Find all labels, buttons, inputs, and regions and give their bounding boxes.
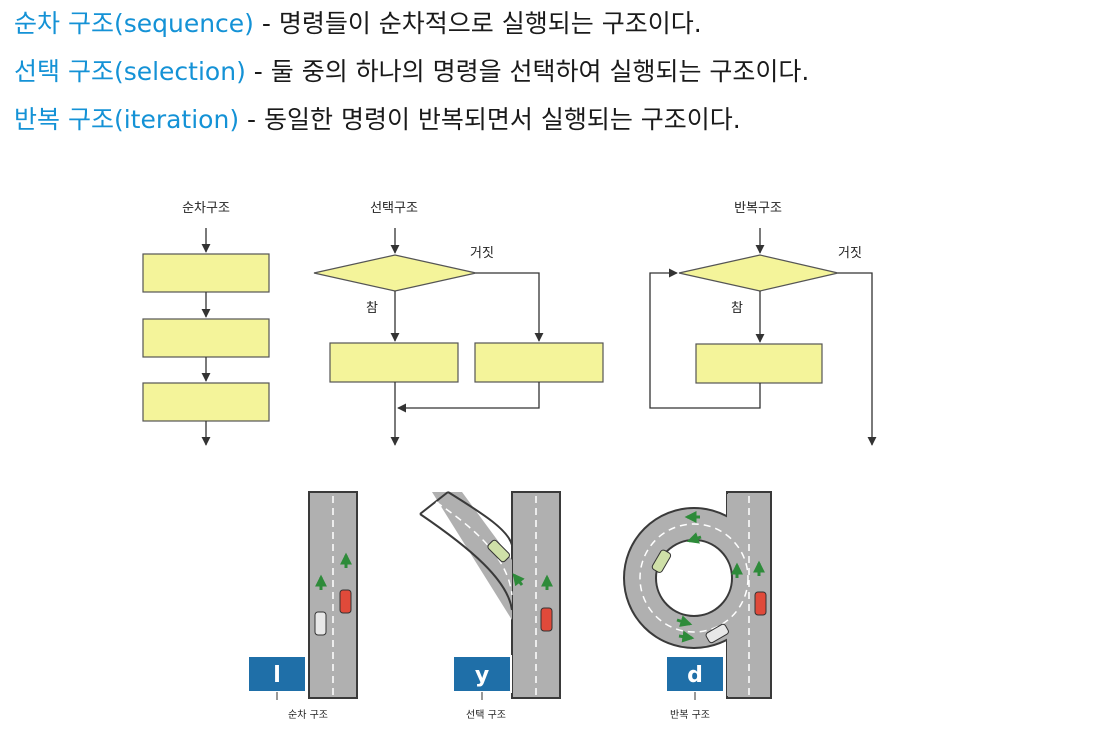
desc-sequence: - 명령들이 순차적으로 실행되는 구조이다. — [253, 9, 702, 38]
iteration-box — [695, 343, 823, 384]
iteration-road-caption: 반복 구조 — [670, 709, 710, 721]
green-arrow-icon — [676, 615, 693, 627]
definition-iteration: 반복 구조(iteration) - 동일한 명령이 반복되면서 실행되는 구조… — [14, 96, 1114, 144]
sign-iteration — [665, 655, 725, 693]
car-white-icon — [705, 623, 729, 644]
desc-selection: - 둘 중의 하나의 명령을 선택하여 실행되는 구조이다. — [245, 57, 810, 86]
green-arrow-icon — [686, 532, 702, 544]
term-iteration: 반복 구조(iteration) — [14, 105, 240, 134]
desc-iteration: - 동일한 명령이 반복되면서 실행되는 구조이다. — [239, 105, 741, 134]
flow-arrow-false — [476, 272, 544, 342]
selection-road-caption: 선택 구조 — [466, 709, 506, 721]
sign-selection — [452, 655, 512, 693]
selection-box-false — [474, 342, 604, 383]
sequence-box-2 — [142, 318, 270, 358]
road-branch-edge — [419, 513, 513, 611]
definitions: 순차 구조(sequence) - 명령들이 순차적으로 실행되는 구조이다. … — [14, 0, 1114, 144]
sequence-road: l 순차 구조 — [247, 491, 358, 721]
car-white-icon — [314, 611, 327, 636]
sequence-box-3 — [142, 382, 270, 422]
green-arrow-icon — [678, 630, 695, 643]
car-red-icon — [540, 607, 553, 632]
flow-arrow-loop — [649, 268, 761, 409]
iteration-decision — [678, 254, 839, 292]
flow-arrow-exit — [838, 272, 877, 446]
sequence-box-1 — [142, 253, 270, 293]
selection-decision — [313, 254, 477, 292]
road-branch — [432, 492, 512, 620]
iteration-flow-title: 반복구조 — [734, 201, 782, 216]
iteration-false-label: 거짓 — [838, 246, 862, 261]
sequence-flowchart: 순차구조 — [142, 201, 270, 446]
selection-false-label: 거짓 — [470, 246, 494, 261]
iteration-true-label: 참 — [731, 301, 743, 316]
term-sequence: 순차 구조(sequence) — [14, 9, 254, 38]
selection-true-label: 참 — [366, 301, 378, 316]
road-branch-edge — [447, 491, 513, 546]
selection-flowchart: 선택구조 거짓 참 — [313, 201, 604, 446]
selection-flow-title: 선택구조 — [370, 201, 418, 216]
sign-selection-glyph: y — [475, 663, 489, 688]
flow-arrow-merge — [397, 382, 540, 413]
definition-selection: 선택 구조(selection) - 둘 중의 하나의 명령을 선택하여 실행되… — [14, 48, 1114, 96]
sequence-road-caption: 순차 구조 — [288, 709, 328, 721]
car-red-icon — [339, 589, 352, 614]
term-selection: 선택 구조(selection) — [14, 57, 246, 86]
sequence-flow-title: 순차구조 — [182, 201, 230, 216]
sign-iteration-glyph: d — [687, 663, 703, 688]
sign-sequence-glyph: l — [273, 663, 281, 688]
iteration-flowchart: 반복구조 거짓 참 — [649, 201, 877, 446]
iteration-road: d 반복 구조 — [623, 491, 772, 721]
road-loop-center — [655, 539, 733, 617]
car-red-icon — [754, 591, 767, 616]
green-arrow-icon — [512, 573, 525, 587]
car-green-icon — [651, 549, 672, 573]
definition-sequence: 순차 구조(sequence) - 명령들이 순차적으로 실행되는 구조이다. — [14, 0, 1114, 48]
selection-road: y 선택 구조 — [419, 491, 561, 721]
selection-box-true — [329, 342, 459, 383]
lane-divider — [435, 501, 513, 596]
car-green-icon — [487, 539, 510, 563]
